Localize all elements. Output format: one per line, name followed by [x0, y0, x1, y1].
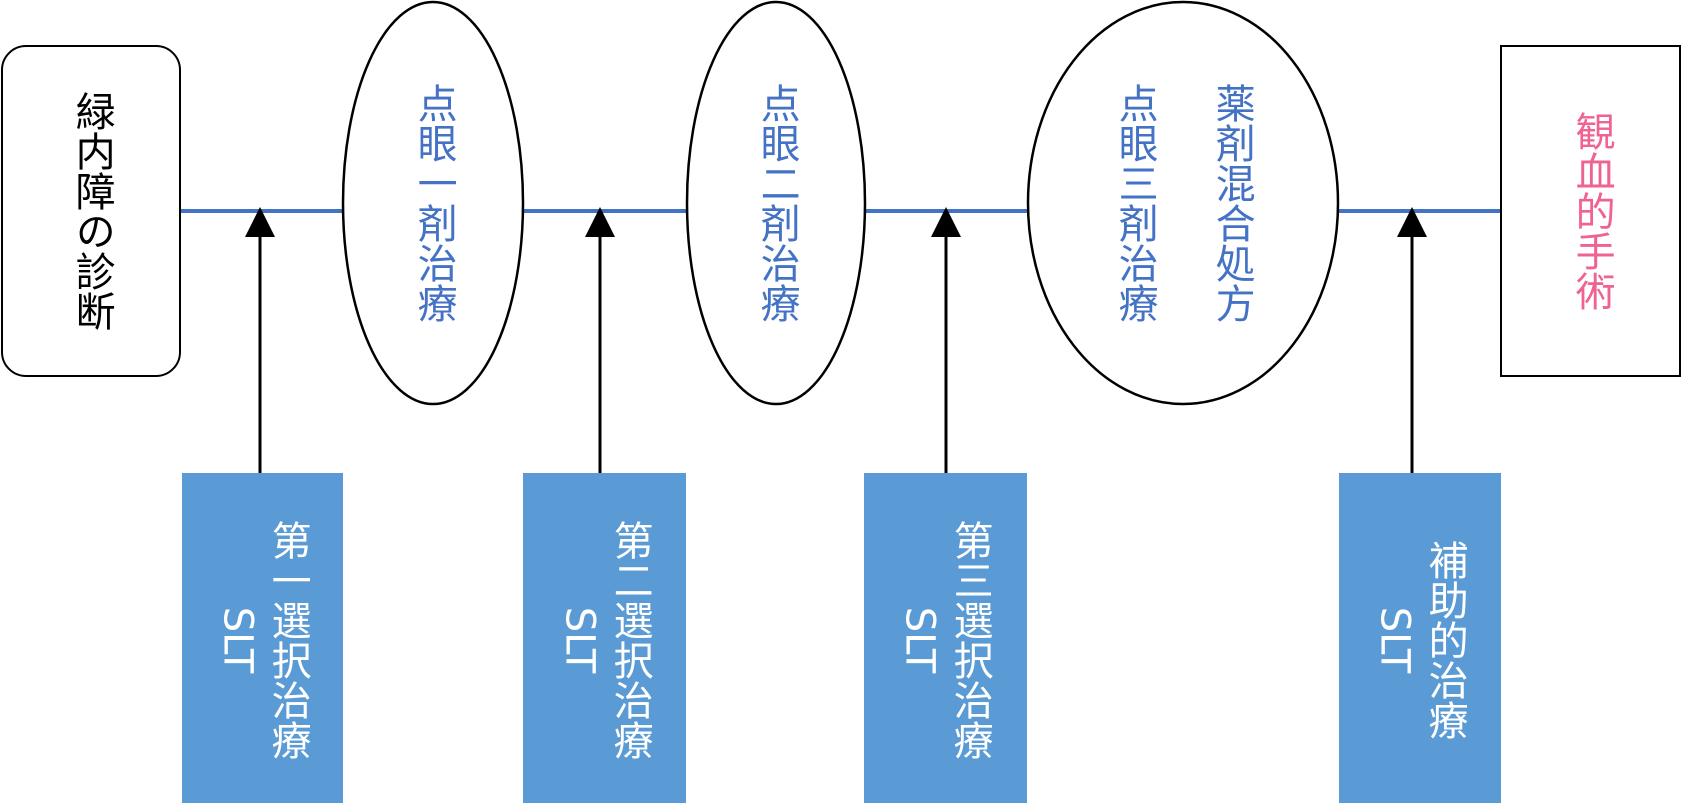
slt-box-second — [523, 473, 686, 803]
drop-three-label-col2: 点眼三剤治療 — [1111, 83, 1158, 323]
drop-two-label: 点眼二剤治療 — [753, 83, 800, 323]
slt-box-third — [864, 473, 1027, 803]
surgery-label: 観血的手術 — [1568, 111, 1615, 311]
slt-second-latin: SLT — [556, 606, 603, 674]
slt-third-latin: SLT — [896, 606, 943, 674]
slt-adjunct-label: 補助的治療 — [1421, 540, 1468, 740]
slt-first-label: 第一選択治療 — [264, 520, 311, 760]
drop-one-node — [341, 0, 525, 406]
slt-second-label: 第二選択治療 — [606, 520, 653, 760]
surgery-node — [1500, 45, 1681, 377]
slt-box-first — [182, 473, 343, 803]
drop-three-label-col1: 薬剤混合処方 — [1208, 83, 1255, 323]
slt-adjunct-latin: SLT — [1371, 606, 1418, 674]
slt-third-label: 第三選択治療 — [946, 520, 993, 760]
drop-one-label: 点眼一剤治療 — [410, 83, 457, 323]
slt-first-latin: SLT — [214, 606, 261, 674]
diagnosis-node — [1, 45, 181, 377]
drop-two-node — [685, 0, 867, 406]
diagnosis-label: 緑内障の診断 — [68, 91, 115, 331]
drop-three-node — [1026, 0, 1340, 406]
slt-box-adjunct — [1339, 473, 1501, 803]
